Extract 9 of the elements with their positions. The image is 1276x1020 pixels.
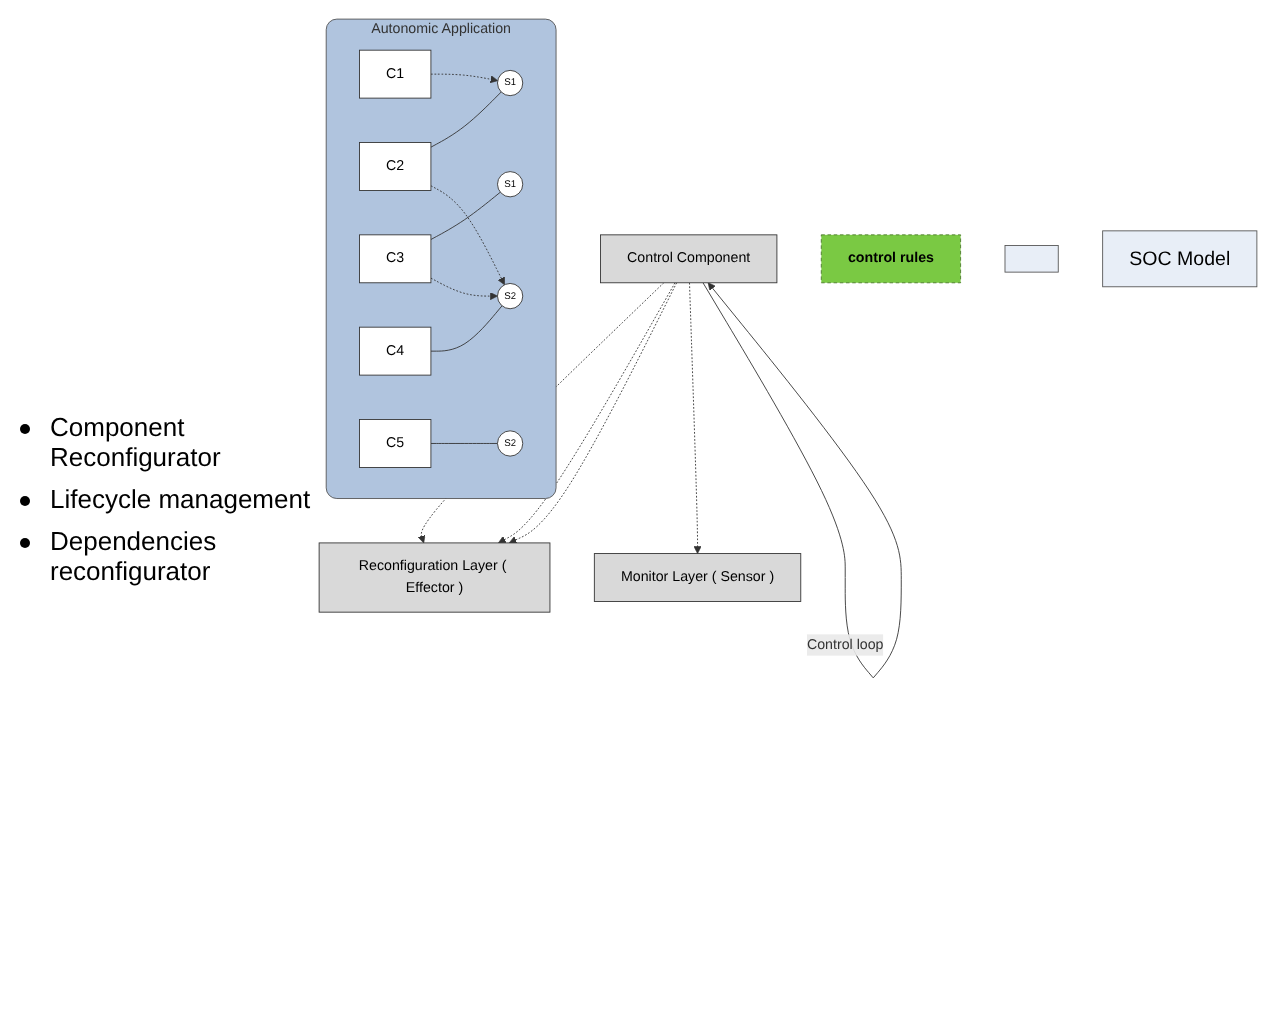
list-item-text: Component Reconfigurator: [50, 412, 223, 472]
node-box: SOC Model: [1102, 230, 1258, 288]
list-item-text: Lifecycle management: [50, 484, 311, 514]
list-item-text: Dependencies reconfigurator: [50, 526, 219, 586]
connector: [430, 91, 502, 148]
connector: [430, 191, 501, 240]
node-box: [1004, 245, 1059, 273]
connector: [430, 443, 498, 444]
connector: [430, 305, 503, 352]
